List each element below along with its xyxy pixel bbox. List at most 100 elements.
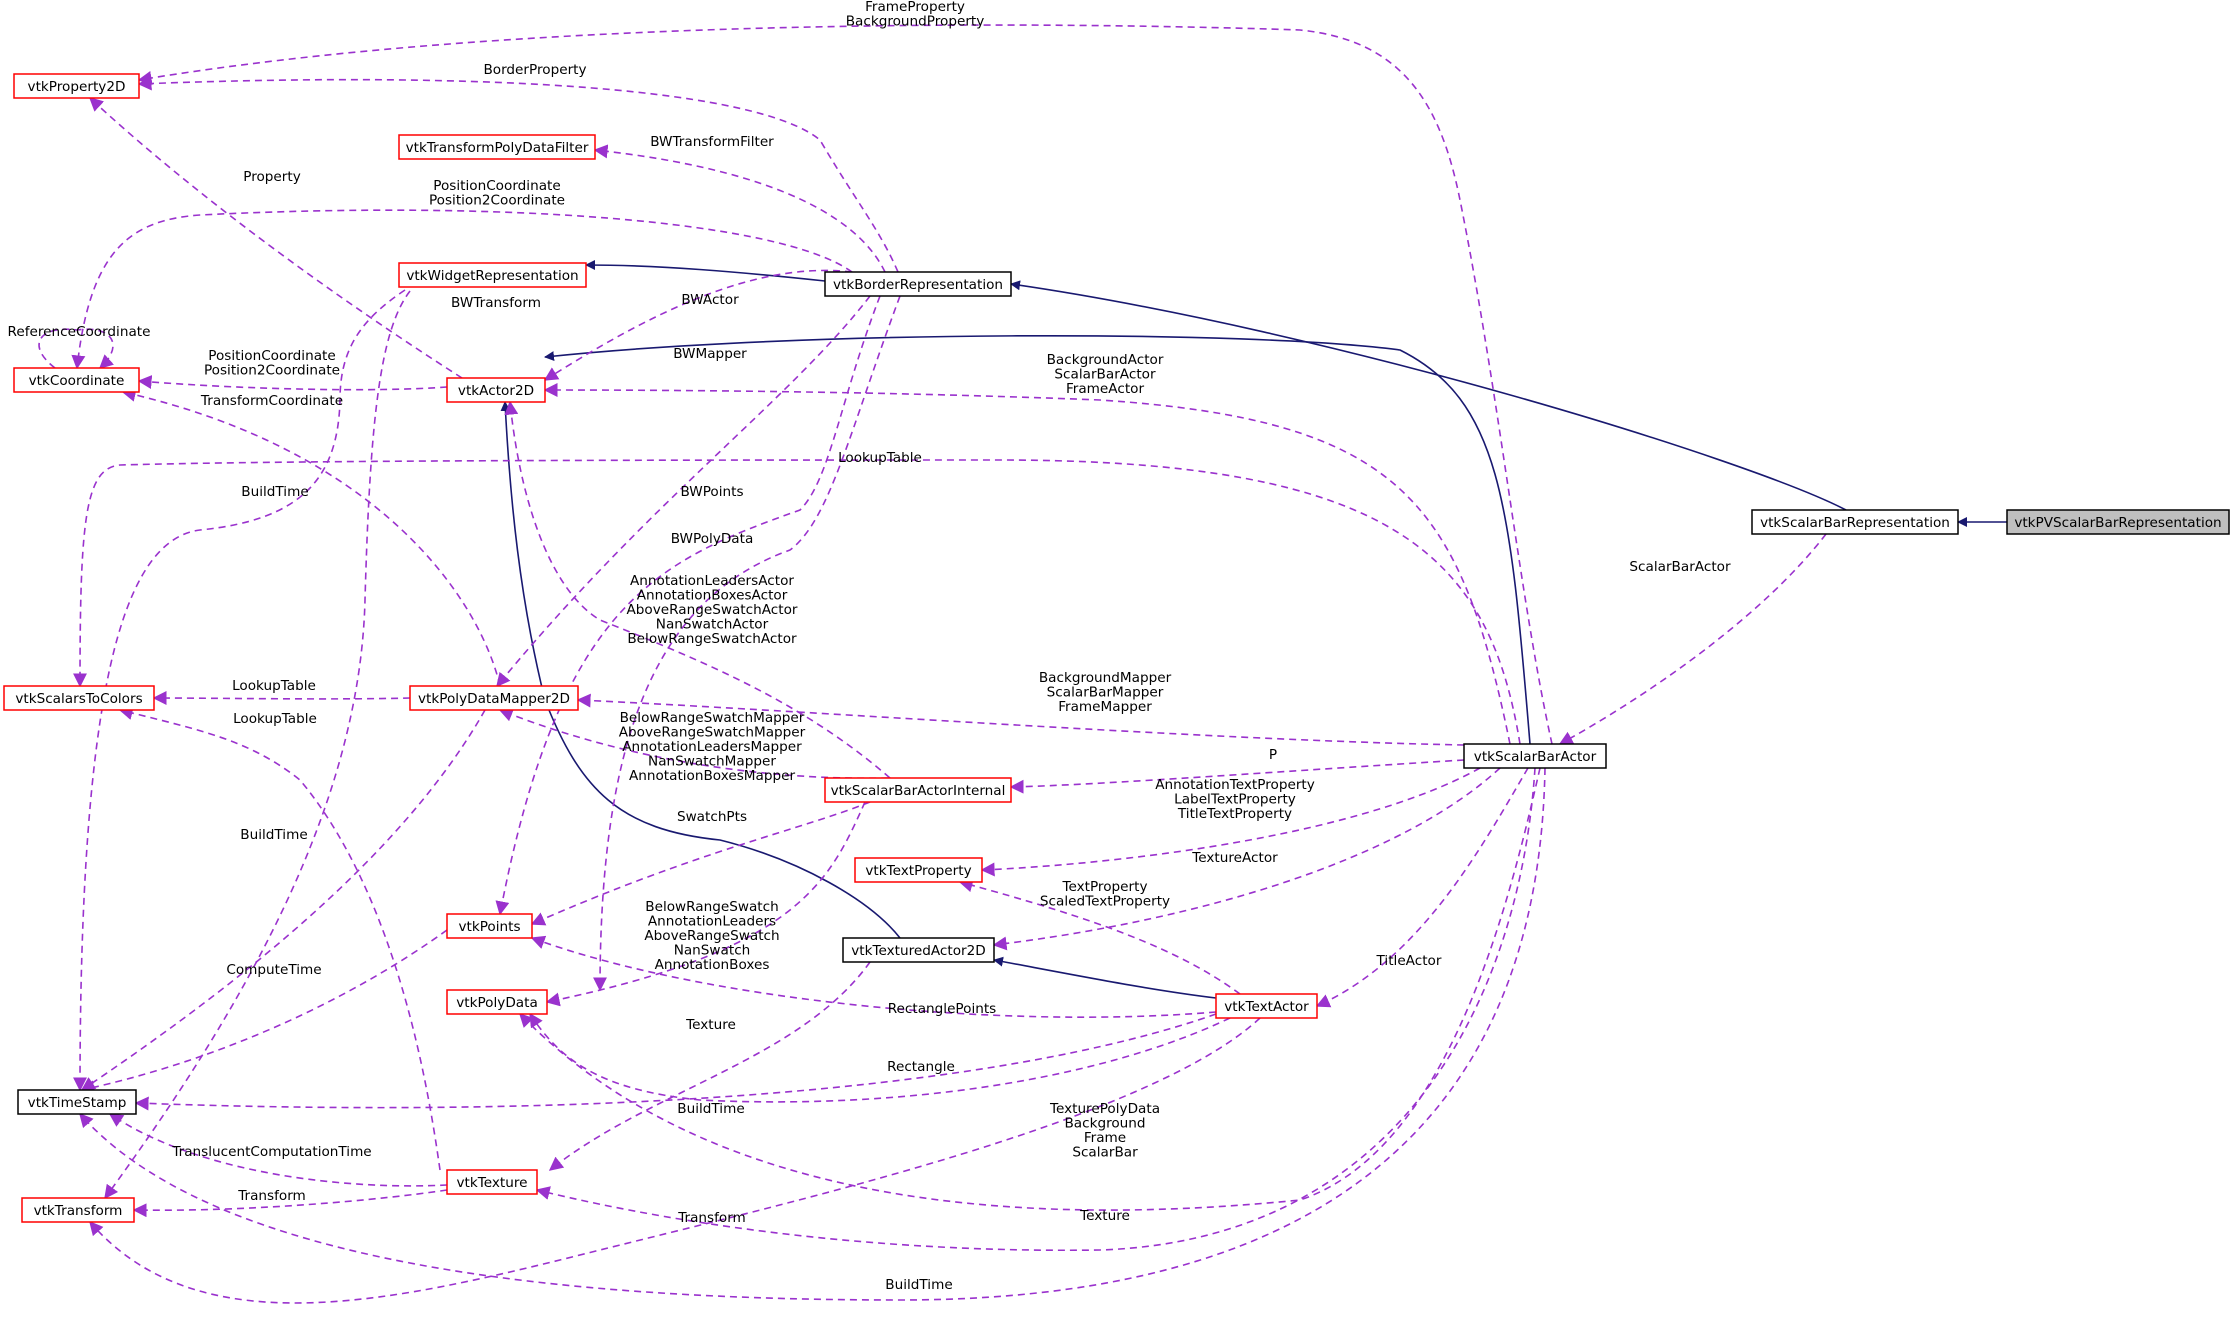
class-box[interactable]	[398, 134, 596, 160]
class-label[interactable]: vtkTransformPolyDataFilter	[406, 140, 589, 156]
class-box[interactable]	[446, 913, 533, 939]
class-node-vtkPoints[interactable]: vtkPoints	[446, 913, 533, 939]
class-label[interactable]: vtkBorderRepresentation	[833, 277, 1003, 293]
class-node-vtkTexturedActor2D[interactable]: vtkTexturedActor2D	[842, 937, 995, 963]
edge-label-line: PositionCoordinate	[433, 178, 560, 194]
class-node-vtkScalarsToColors[interactable]: vtkScalarsToColors	[3, 685, 155, 711]
class-label[interactable]: vtkProperty2D	[28, 79, 126, 95]
class-node-vtkTransformPolyDataFilter[interactable]: vtkTransformPolyDataFilter	[398, 134, 596, 160]
class-node-vtkProperty2D[interactable]: vtkProperty2D	[13, 73, 140, 99]
edge-label: TransformCoordinate	[200, 393, 343, 409]
class-node-vtkPVScalarBarRepresentation[interactable]: vtkPVScalarBarRepresentation	[2006, 509, 2230, 535]
class-box[interactable]	[446, 1169, 538, 1195]
class-box[interactable]	[1751, 509, 1959, 535]
edge-label-line: AnnotationBoxesActor	[637, 588, 788, 604]
class-node-vtkTextActor[interactable]: vtkTextActor	[1215, 993, 1318, 1019]
edge-label-line: BWMapper	[673, 346, 747, 362]
edge-label: BWTransform	[451, 295, 541, 311]
edge-vtkTextActor-to-vtkTransform	[89, 1017, 1261, 1304]
class-box[interactable]	[824, 271, 1012, 297]
class-label[interactable]: vtkTexturedActor2D	[851, 943, 986, 959]
edge-label-line: LookupTable	[232, 678, 316, 694]
class-box[interactable]	[13, 367, 140, 393]
edge-label-line: BelowRangeSwatchMapper	[620, 710, 805, 726]
edge-vtkTexture-to-vtkTransform	[132, 1189, 448, 1218]
class-label[interactable]: vtkScalarBarRepresentation	[1760, 515, 1950, 531]
class-box[interactable]	[842, 937, 995, 963]
class-node-vtkTimeStamp[interactable]: vtkTimeStamp	[17, 1089, 137, 1115]
class-node-vtkWidgetRepresentation[interactable]: vtkWidgetRepresentation	[398, 262, 587, 288]
class-box[interactable]	[21, 1197, 135, 1223]
class-label[interactable]: vtkTextProperty	[865, 863, 971, 879]
class-node-vtkTexture[interactable]: vtkTexture	[446, 1169, 538, 1195]
class-node-vtkActor2D[interactable]: vtkActor2D	[446, 377, 546, 403]
edge-vtkBorderRepresentation-to-vtkPolyData	[593, 295, 901, 992]
edge-label: BWActor	[681, 292, 739, 308]
class-box[interactable]	[446, 989, 548, 1015]
class-node-vtkBorderRepresentation[interactable]: vtkBorderRepresentation	[824, 271, 1012, 297]
edge-label-line: FrameMapper	[1058, 699, 1152, 715]
class-node-vtkScalarBarRepresentation[interactable]: vtkScalarBarRepresentation	[1751, 509, 1959, 535]
class-node-vtkCoordinate[interactable]: vtkCoordinate	[13, 367, 140, 393]
class-label[interactable]: vtkCoordinate	[29, 373, 125, 389]
edge-label-line: Rectangle	[887, 1059, 955, 1075]
class-box[interactable]	[3, 685, 155, 711]
class-box[interactable]	[854, 857, 983, 883]
class-box[interactable]	[1215, 993, 1318, 1019]
class-box[interactable]	[409, 685, 579, 711]
class-label[interactable]: vtkPolyDataMapper2D	[418, 691, 570, 707]
class-node-vtkPolyDataMapper2D[interactable]: vtkPolyDataMapper2D	[409, 685, 579, 711]
class-label[interactable]: vtkTransform	[34, 1203, 123, 1219]
class-label[interactable]: vtkPolyData	[456, 995, 538, 1011]
class-label[interactable]: vtkPVScalarBarRepresentation	[2014, 515, 2221, 531]
class-node-vtkScalarBarActorInternal[interactable]: vtkScalarBarActorInternal	[824, 777, 1012, 803]
edge-vtkScalarBarActor-to-vtkActor2D	[543, 383, 1511, 745]
edge-label-line: BuildTime	[240, 827, 307, 843]
class-box[interactable]	[1463, 743, 1607, 769]
class-label[interactable]: vtkTextActor	[1224, 999, 1309, 1015]
edge-vtkWidgetRepresentation-to-vtkTransform	[104, 290, 411, 1200]
class-label[interactable]: vtkScalarBarActor	[1474, 749, 1597, 765]
class-node-vtkTransform[interactable]: vtkTransform	[21, 1197, 135, 1223]
class-box[interactable]	[17, 1089, 137, 1115]
edge-vtkTextActor-to-vtkTimeStamp	[134, 1013, 1217, 1111]
class-node-vtkScalarBarActor[interactable]: vtkScalarBarActor	[1463, 743, 1607, 769]
class-box[interactable]	[446, 377, 546, 403]
edge-vtkTextActor-to-vtkPolyData	[529, 1012, 1231, 1103]
edge-label-line: AnnotationLeadersActor	[630, 573, 794, 589]
edge-label-line: NanSwatch	[674, 943, 751, 959]
nodes-layer: vtkProperty2D vtkTransformPolyDataFilter v…	[3, 73, 2230, 1223]
edge-vtkScalarBarActor-to-vtkProperty2D	[137, 24, 1553, 745]
edge-label-line: Property	[243, 169, 301, 185]
edge-vtkWidgetRepresentation-to-vtkTimeStamp	[73, 289, 406, 1092]
edge-label-line: Texture	[685, 1017, 736, 1033]
edge-label-line: BuildTime	[241, 484, 308, 500]
class-node-vtkPolyData[interactable]: vtkPolyData	[446, 989, 548, 1015]
class-label[interactable]: vtkPoints	[458, 919, 520, 935]
edge-label-line: FrameActor	[1066, 381, 1145, 397]
class-label[interactable]: vtkActor2D	[458, 383, 534, 399]
class-label[interactable]: vtkWidgetRepresentation	[406, 268, 578, 284]
class-node-vtkTextProperty[interactable]: vtkTextProperty	[854, 857, 983, 883]
class-box[interactable]	[2006, 509, 2230, 535]
class-box[interactable]	[824, 777, 1012, 803]
edge-vtkTextActor-to-vtkTextProperty	[958, 878, 1241, 995]
edge-label: Property	[243, 169, 301, 185]
edge-vtkBorderRepresentation-to-vtkTransformPolyDataFilter	[593, 144, 886, 273]
class-label[interactable]: vtkScalarsToColors	[15, 691, 142, 707]
class-label[interactable]: vtkScalarBarActorInternal	[831, 783, 1006, 799]
edge-label: BWTransformFilter	[650, 134, 774, 150]
edge-label: TranslucentComputationTime	[171, 1144, 371, 1160]
edge-vtkPolyDataMapper2D-to-vtkCoordinate	[121, 387, 501, 687]
edge-vtkScalarBarActor-to-vtkScalarsToColors	[73, 459, 1521, 745]
class-label[interactable]: vtkTexture	[456, 1175, 527, 1191]
class-box[interactable]	[13, 73, 140, 99]
class-box[interactable]	[398, 262, 587, 288]
class-label[interactable]: vtkTimeStamp	[28, 1095, 127, 1111]
